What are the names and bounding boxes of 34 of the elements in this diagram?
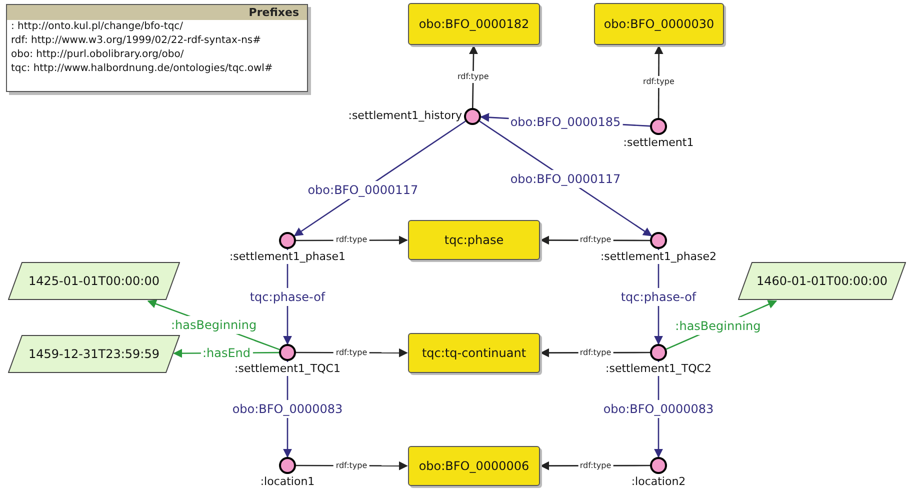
literal-parallelogram: 1459-12-31T23:59:59 [8, 335, 180, 373]
class-box: obo:BFO_0000006 [408, 446, 540, 486]
prefix-line: tqc: http://www.halbordnung.de/ontologies/tqc.owl# [10, 62, 274, 76]
resource-label: :settlement1_history [347, 108, 462, 122]
class-box: tqc:tq-continuant [408, 333, 540, 373]
edge-label: obo:BFO_0000083 [601, 400, 716, 418]
edge-label: rdf:type [334, 460, 370, 472]
panel-header: Prefixes [7, 5, 307, 20]
edge-label: tqc:phase-of [248, 288, 328, 306]
edge-label: rdf:type [334, 346, 370, 359]
edge-label: rdf:type [578, 234, 614, 246]
edge-label: obo:BFO_0000117 [508, 170, 623, 188]
edge-label: :hasBeginning [169, 316, 259, 334]
edge-label: rdf:type [641, 76, 676, 88]
prefix-line: : http://onto.kul.pl/change/bfo-tqc/ [10, 20, 184, 34]
prefixes-panel [6, 4, 308, 92]
resource-label: :settlement1_TQC2 [606, 362, 712, 376]
edge-label: rdf:type [455, 71, 491, 83]
prefix-line: rdf: http://www.w3.org/1999/02/22-rdf-syntax-ns# [10, 34, 262, 48]
edge-label: rdf:type [578, 346, 614, 359]
resource-label: :settlement1_TQC1 [234, 362, 340, 376]
edge-label: tqc:phase-of [618, 288, 698, 306]
class-box: obo:BFO_0000030 [594, 3, 724, 45]
resource-label: :settlement1_phase1 [229, 250, 346, 264]
class-box: obo:BFO_0000182 [408, 3, 540, 45]
edge-label: obo:BFO_0000117 [306, 180, 420, 199]
resource-label: :settlement1_phase2 [600, 250, 717, 264]
edge-label: rdf:type [578, 460, 614, 472]
prefix-line: obo: http://purl.obolibrary.org/obo/ [10, 48, 185, 62]
literal-parallelogram: 1460-01-01T00:00:00 [738, 262, 906, 300]
edge-label: obo:BFO_0000083 [230, 400, 345, 418]
literal-parallelogram: 1425-01-01T00:00:00 [8, 262, 180, 300]
class-box: tqc:phase [408, 220, 540, 260]
edge-label: rdf:type [334, 234, 370, 246]
